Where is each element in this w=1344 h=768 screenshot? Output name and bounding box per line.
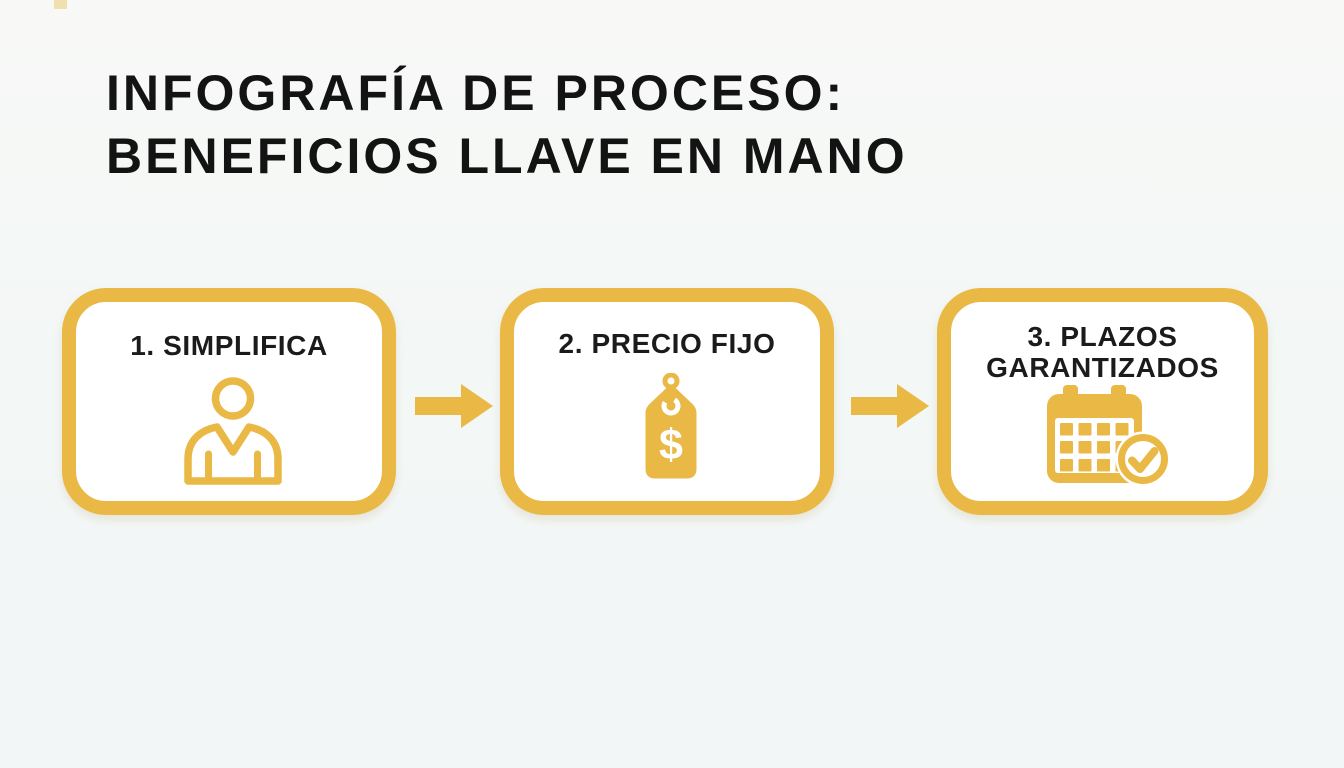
page-title: INFOGRAFÍA DE PROCESO: BENEFICIOS LLAVE E… bbox=[106, 62, 908, 188]
arrow-right-icon bbox=[415, 384, 493, 428]
step-3-label: 3. PLAZOS GARANTIZADOS bbox=[986, 321, 1219, 383]
person-icon bbox=[184, 377, 282, 485]
step-card-simplifica: 1. SIMPLIFICA bbox=[62, 288, 396, 515]
price-tag-icon: $ bbox=[645, 373, 697, 479]
step-2-label: 2. PRECIO FIJO bbox=[558, 328, 776, 359]
corner-mark bbox=[54, 0, 67, 9]
title-line1: INFOGRAFÍA DE PROCESO: bbox=[106, 65, 846, 121]
title-line2: BENEFICIOS LLAVE EN MANO bbox=[106, 128, 908, 184]
step-card-plazos-garantizados: 3. PLAZOS GARANTIZADOS bbox=[937, 288, 1268, 515]
arrow-right-icon bbox=[851, 384, 929, 428]
step-card-precio-fijo: 2. PRECIO FIJO $ bbox=[500, 288, 834, 515]
dollar-symbol: $ bbox=[659, 421, 683, 469]
calendar-check-icon bbox=[1046, 385, 1170, 485]
step-1-label: 1. SIMPLIFICA bbox=[130, 330, 328, 361]
